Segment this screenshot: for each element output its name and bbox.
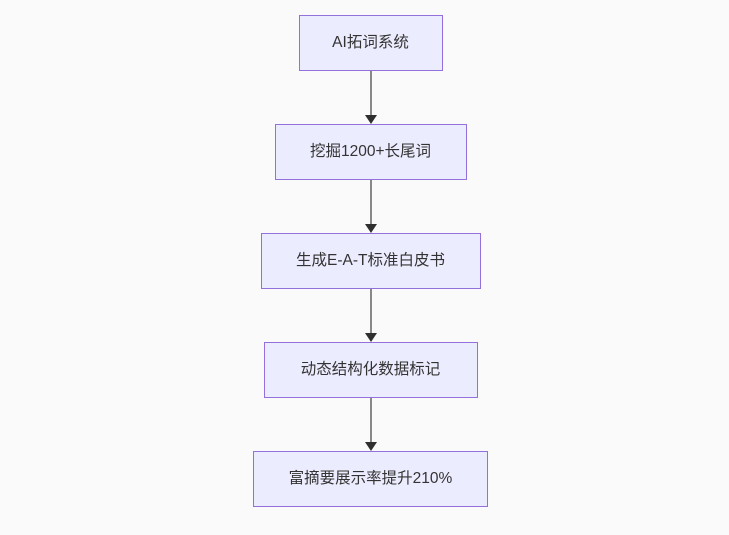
flow-arrow — [364, 180, 377, 233]
arrow-head-icon — [364, 115, 377, 124]
flowchart-canvas: AI拓词系统 挖掘1200+长尾词 生成E-A-T标准白皮书 动态结构化数据标记… — [6, 0, 729, 535]
arrow-head-icon — [364, 442, 377, 451]
arrow-line — [369, 180, 372, 224]
flow-arrow — [364, 289, 377, 342]
flow-arrow — [364, 71, 377, 124]
flow-arrow — [364, 398, 377, 451]
flowchart-node-structured-data-markup: 动态结构化数据标记 — [263, 342, 478, 398]
flowchart-node-eat-whitepaper: 生成E-A-T标准白皮书 — [260, 233, 481, 289]
arrow-line — [369, 289, 372, 333]
node-label: AI拓词系统 — [332, 34, 409, 52]
flowchart-node-rich-snippet-rate: 富摘要展示率提升210% — [253, 451, 488, 507]
arrow-head-icon — [364, 333, 377, 342]
node-label: 动态结构化数据标记 — [300, 361, 441, 379]
node-label: 挖掘1200+长尾词 — [309, 143, 432, 161]
flowchart-node-ai-keyword-system: AI拓词系统 — [298, 15, 443, 71]
arrow-head-icon — [364, 224, 377, 233]
arrow-line — [369, 71, 372, 115]
arrow-line — [369, 398, 372, 442]
node-label: 生成E-A-T标准白皮书 — [296, 252, 445, 270]
flowchart-node-longtail-mining: 挖掘1200+长尾词 — [274, 124, 467, 180]
node-label: 富摘要展示率提升210% — [288, 470, 453, 488]
